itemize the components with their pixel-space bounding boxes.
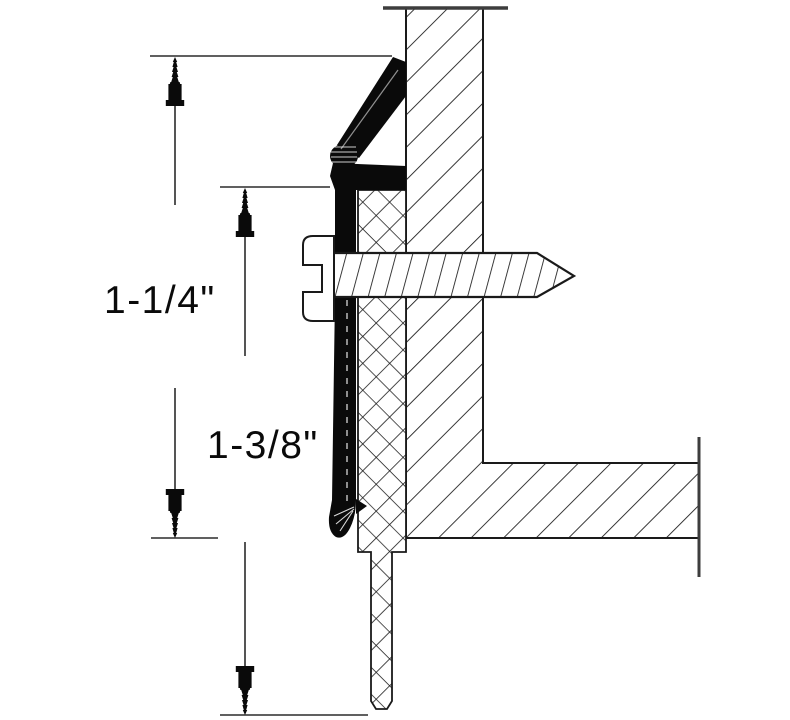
seal-carrier (357, 189, 407, 710)
seal-leg-upper (335, 190, 356, 254)
carrier-body (357, 189, 407, 710)
seal-leg-lower (328, 296, 356, 538)
dim-label-1-1-4: 1-1/4" (104, 279, 216, 322)
break-lines (383, 6, 701, 577)
seal-tip-wedge (356, 499, 367, 514)
seal-detail-lines (331, 69, 399, 532)
screw-shank-outline (334, 251, 577, 299)
dimension-carrier-height: 1-3/8" (207, 186, 368, 716)
dimension-bulb-height: 1-1/4" (104, 55, 392, 539)
screw-shank-fill (334, 253, 574, 297)
dim-label-1-3-8: 1-3/8" (207, 424, 319, 467)
mounting-screw (302, 235, 577, 322)
screw-head (302, 235, 335, 322)
seal-flange (330, 163, 406, 190)
